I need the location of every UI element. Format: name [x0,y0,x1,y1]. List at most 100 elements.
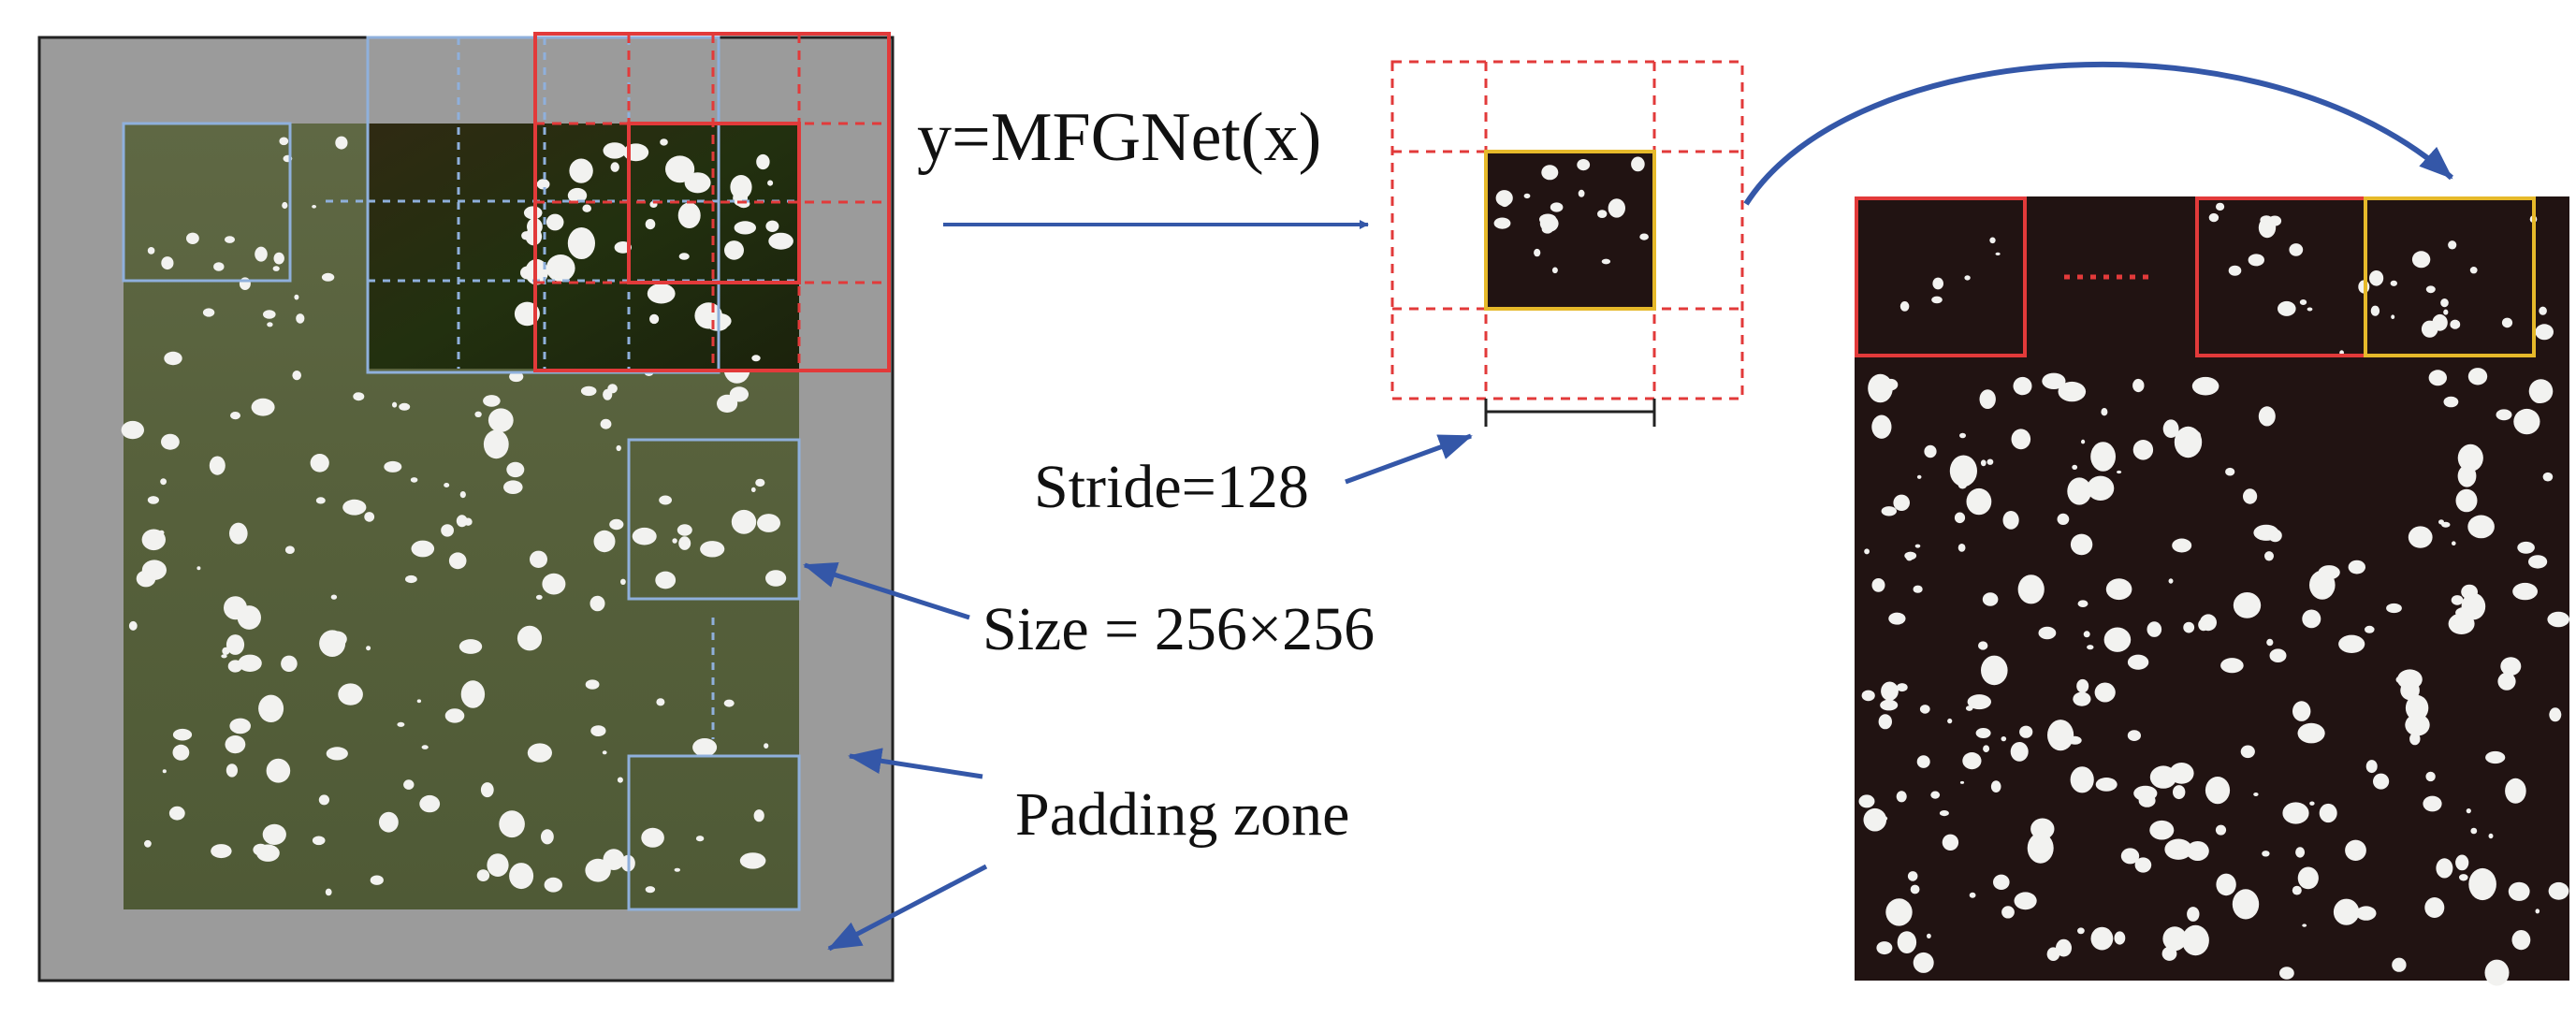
cloud-speck [755,478,765,487]
mask-speck [2013,376,2032,396]
cloud-speck [266,758,291,783]
cloud-speck [410,477,418,483]
mask-speck [2468,867,2496,901]
mask-speck [2228,265,2242,276]
cloud-speck [717,394,738,413]
cloud-speck [751,355,761,362]
cloud-speck [459,491,466,499]
mask-speck [2365,625,2375,633]
mask-speck [2428,370,2447,386]
mask-speck [2162,419,2179,439]
cloud-speck [677,524,692,536]
cloud-speck [211,844,232,859]
cloud-speck [692,738,718,757]
cloud-speck [370,875,384,885]
mask-speck [2461,584,2479,600]
mask-speck [1916,755,1930,768]
cloud-speck [338,683,363,705]
tile-clouds [1493,156,1649,274]
cloud-speck [607,384,618,394]
mask-speck [1939,810,1949,817]
cloud-speck [474,411,482,417]
cloud-speck [499,810,525,838]
cloud-speck [602,750,607,755]
cloud-speck [476,869,490,881]
satellite-clouds [121,136,787,896]
cloud-speck [310,454,329,473]
cloud-speck [503,480,523,494]
cloud-speck [585,679,600,690]
cloud-speck [258,694,284,722]
window-right-bottom [627,754,801,911]
mask-speck [2448,240,2457,250]
cloud-speck [767,180,774,186]
cloud-speck [1578,189,1585,197]
mask-speck [1896,683,1908,692]
cloud-speck [739,852,766,869]
cloud-speck [768,232,793,250]
cloud-speck [678,536,691,550]
mask-speck [2405,714,2430,736]
cloud-speck [312,836,326,846]
mask-speck [1966,487,1992,516]
cloud-speck [734,221,756,235]
cloud-speck [172,728,193,741]
cloud-speck [656,698,665,706]
mask-speck [2448,613,2475,634]
cloud-speck [731,509,757,534]
mask-speck [2147,621,2162,637]
mask-speck [2333,898,2360,925]
cloud-speck [263,310,276,319]
mask-speck [1959,432,1966,439]
mask-speck [1919,705,1930,714]
mask-speck [1896,791,1907,803]
mask-speck [1979,389,1996,409]
mask-speck [2411,251,2431,269]
cloud-speck [1550,202,1564,212]
cloud-speck [603,142,627,159]
cloud-speck [225,236,235,243]
cloud-speck [226,764,238,778]
mask-speck [1959,780,1965,784]
cloud-speck [227,660,243,673]
cloud-speck [444,483,450,487]
mask-speck [2365,760,2378,774]
mask-speck [2133,785,2158,802]
output-mask-panel [1855,196,2569,986]
cloud-speck [641,827,664,848]
mask-speck [2114,931,2126,945]
mask-speck [2216,873,2236,896]
cloud-speck [342,499,367,516]
mask-speck [2484,959,2510,986]
mask-speck [1910,884,1920,894]
mask-speck [2186,841,2209,861]
mask-speck [2292,701,2311,721]
mask-speck [2548,881,2569,900]
mask-speck [2279,967,2294,980]
mask-speck [2348,560,2365,574]
cloud-speck [593,530,616,553]
stride-arrow [1345,433,1473,485]
window-right-middle [627,438,801,601]
cloud-speck [255,246,268,262]
mask-speck [2002,511,2019,530]
mask-speck [2216,202,2225,211]
mask-speck [2225,467,2235,476]
mask-speck [2174,426,2203,458]
cloud-speck [750,487,756,493]
mask-speck [2240,745,2255,759]
cloud-speck [239,277,251,291]
cloud-speck [161,256,174,270]
cloud-speck [1608,198,1626,218]
cloud-speck [330,594,338,600]
padding-arrow-2 [827,864,988,952]
cloud-speck [318,794,329,806]
mask-speck [2425,771,2436,782]
mask-speck [2528,555,2548,569]
mask-speck [2077,600,2088,607]
mask-speck [2262,851,2270,857]
cloud-speck [251,398,275,416]
cloud-speck [765,220,779,232]
cloud-speck [279,137,289,146]
